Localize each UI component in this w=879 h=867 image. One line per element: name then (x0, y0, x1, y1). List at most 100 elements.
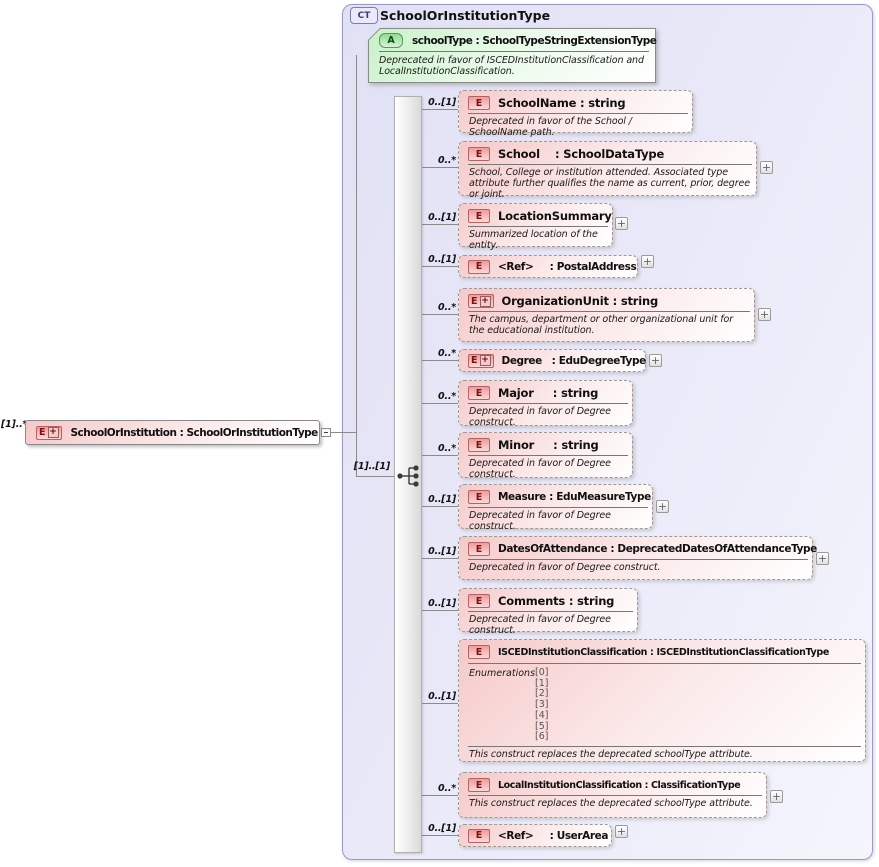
sequence-cardinality-label: [1]..[1] (353, 461, 390, 472)
element-note: Deprecated in favor of the School / Scho… (468, 113, 688, 141)
complex-type-title: SchoolOrInstitutionType (380, 8, 551, 23)
element-header: E <Ref> : PostalAddress (459, 259, 642, 274)
element-title: <Ref> : PostalAddress (498, 260, 637, 273)
attribute-title: schoolType : SchoolTypeStringExtensionTy… (412, 34, 657, 47)
element-box[interactable]: E <Ref> : PostalAddress (458, 255, 638, 278)
element-badge: E (468, 828, 490, 843)
cardinality-label: 0..[1] (428, 494, 456, 505)
cardinality-label: 0..* (438, 443, 456, 454)
root-element-label: SchoolOrInstitution : SchoolOrInstitutio… (70, 426, 319, 439)
plus-icon: + (479, 355, 491, 366)
element-badge: E (468, 542, 490, 556)
expand-button[interactable]: + (615, 825, 628, 838)
element-badge-letter: E (475, 387, 483, 399)
element-note: Deprecated in favor of Degree construct. (468, 611, 633, 639)
sequence-icon[interactable] (396, 463, 423, 493)
expand-button[interactable]: + (615, 217, 628, 230)
element-badge-letter: E (475, 439, 483, 451)
minus-icon (324, 432, 328, 433)
element-title: Minor : string (498, 438, 599, 452)
element-header: E+OrganizationUnit : string (459, 289, 754, 311)
element-connector-line (422, 266, 458, 267)
element-connector-line (422, 703, 458, 704)
attribute-note: Deprecated in favor of ISCEDInstitutionC… (379, 51, 649, 77)
element-badge-letter: E (475, 830, 483, 841)
element-connector-line (422, 455, 458, 456)
element-badge-letter: E (475, 543, 483, 555)
element-badge-letter: E (475, 97, 483, 109)
cardinality-label: 0..[1] (428, 254, 456, 265)
element-note: School, College or institution attended.… (468, 164, 752, 203)
expand-button[interactable]: + (649, 354, 662, 367)
element-title: LocalInstitutionClassification : Classif… (498, 779, 741, 791)
expand-button[interactable]: + (656, 500, 669, 513)
element-badge: E (468, 147, 490, 161)
element-header: E LocationSummary (459, 204, 612, 226)
enumerations-label: Enumerations (469, 668, 536, 679)
expand-button[interactable]: + (760, 161, 773, 174)
element-box[interactable]: E+Degree : EduDegreeType (458, 349, 646, 372)
element-title: ISCEDInstitutionClassification : ISCEDIn… (498, 646, 829, 658)
element-connector-line (422, 403, 458, 404)
element-badge: E+ (36, 425, 62, 440)
element-badge: E+ (468, 353, 494, 368)
cardinality-label: 0..* (438, 155, 456, 166)
element-title: SchoolName : string (498, 96, 626, 110)
element-header: E+Degree : EduDegreeType (459, 353, 652, 368)
collapse-toggle[interactable] (321, 428, 331, 437)
element-connector-line (422, 558, 458, 559)
expand-button[interactable]: + (758, 308, 771, 321)
element-connector-line (422, 610, 458, 611)
expand-button[interactable]: + (641, 255, 654, 268)
element-note: This construct replaces the deprecated s… (468, 745, 861, 763)
expand-button[interactable]: + (816, 552, 829, 565)
cardinality-label: 0..[1] (428, 97, 456, 108)
cardinality-label: 0..[1] (428, 691, 456, 702)
enumeration-value: [5] (535, 720, 549, 732)
attribute-box[interactable]: A schoolType : SchoolTypeStringExtension… (368, 28, 657, 83)
element-note: Deprecated in favor of Degree construct. (468, 403, 628, 431)
enumeration-value: [3] (535, 699, 549, 711)
element-connector-line (422, 109, 458, 110)
attribute-box-fill (369, 29, 655, 82)
enumeration-value: [6] (535, 731, 549, 743)
element-connector-line (422, 224, 458, 225)
enumerations-block: Enumerations[0][1][2][3][4][5][6] (468, 663, 861, 746)
element-title: Measure : EduMeasureType (498, 491, 651, 503)
element-badge-letter: E (475, 210, 483, 222)
element-connector-line (422, 795, 458, 796)
element-box[interactable]: E<Ref> : UserArea (458, 824, 612, 847)
element-title: LocationSummary (498, 209, 612, 223)
element-badge: E (468, 490, 490, 504)
element-badge-letter: E (475, 595, 483, 607)
element-note: Summarized location of the entity. (468, 226, 608, 254)
root-element-box[interactable]: E+ SchoolOrInstitution : SchoolOrInstitu… (25, 420, 320, 445)
element-badge-letter: E (471, 355, 478, 366)
expand-button[interactable]: + (770, 790, 783, 803)
attribute-badge: A (379, 33, 403, 48)
element-badge-letter: E (475, 261, 483, 272)
root-connector-line (331, 432, 356, 433)
element-badge: E (468, 386, 490, 400)
element-badge: E (468, 259, 490, 274)
element-badge: E (468, 594, 490, 608)
element-badge: E (468, 438, 490, 452)
enumeration-values: [0][1][2][3][4][5][6] (535, 667, 549, 743)
element-connector-line (422, 314, 458, 315)
